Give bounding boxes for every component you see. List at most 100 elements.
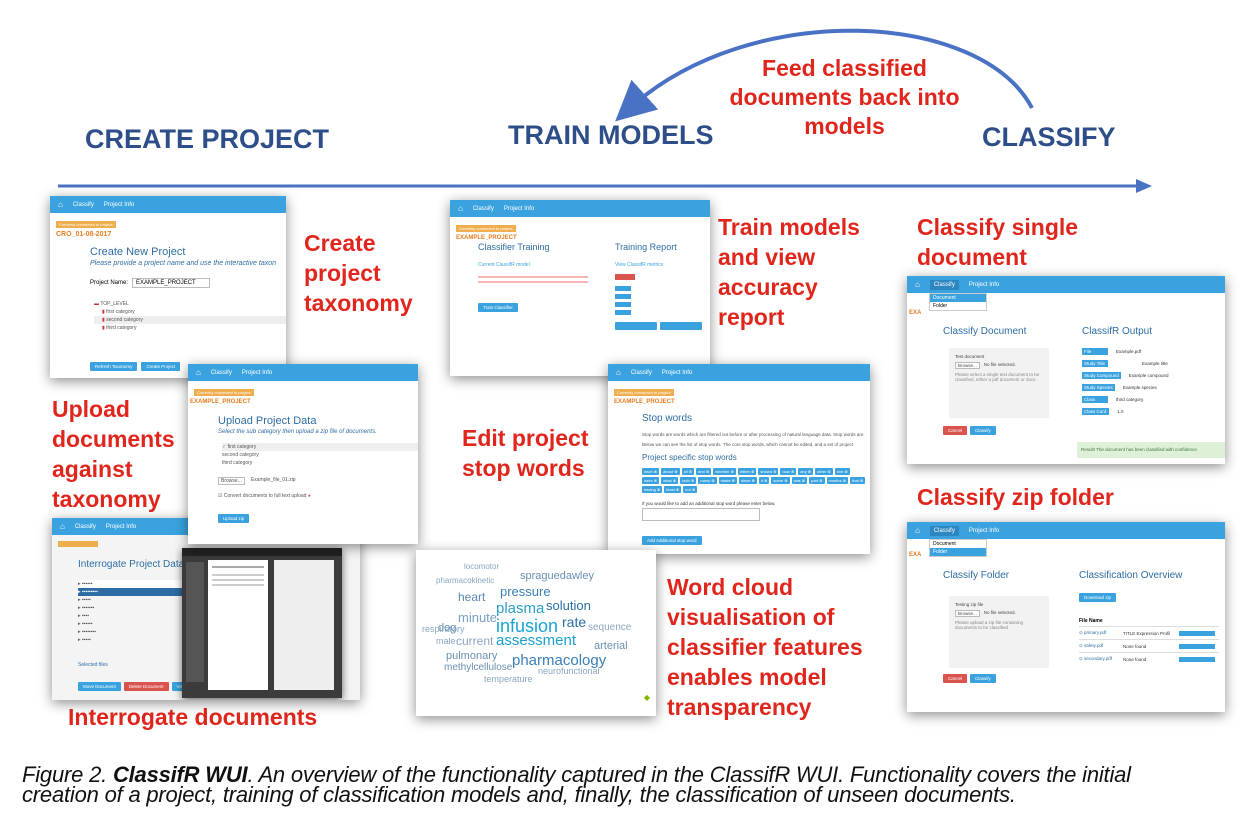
tree-node[interactable]: ▮ third category (102, 325, 137, 331)
menu-item-document[interactable]: Document (933, 541, 956, 547)
stop-word-chip[interactable]: all ⊗ (681, 468, 695, 475)
stop-word-chip[interactable]: not ⊗ (683, 486, 698, 493)
nav-classify[interactable]: Classify (472, 205, 494, 212)
browse-button[interactable]: Browse... (955, 610, 980, 617)
stop-word-input[interactable] (642, 508, 760, 521)
stop-word-chip[interactable]: about ⊗ (661, 468, 680, 475)
menu-item-document[interactable]: Document (930, 294, 986, 302)
title-cell: TITLE Expression Profil (1123, 630, 1171, 636)
stop-word-chip[interactable]: months ⊗ (826, 477, 849, 484)
nav-project-info[interactable]: Project Info (661, 369, 693, 376)
stop-word-chip[interactable]: both ⊗ (680, 477, 697, 484)
cancel-button[interactable]: Cancel (943, 674, 968, 683)
download-zip-button[interactable]: Download zip (1079, 593, 1117, 602)
file-tree-row[interactable]: ▸ ▪▪▪▪▪ (78, 597, 91, 603)
stop-word-chip[interactable]: many ⊗ (698, 477, 717, 484)
create-project-button[interactable]: Create Project (141, 362, 181, 371)
stop-word-chip[interactable]: some ⊗ (771, 477, 790, 484)
file-name-header: File Name (1079, 618, 1103, 624)
nav-classify[interactable]: Classify (929, 279, 959, 290)
category-node[interactable]: ✓ first category (222, 443, 418, 451)
classify-folder-title: Classify Folder (943, 570, 1010, 581)
tree-node[interactable]: ▮ first category (102, 309, 135, 315)
home-icon[interactable]: ⌂ (915, 526, 920, 535)
cancel-button[interactable]: Cancel (943, 426, 968, 435)
stop-word-chip[interactable]: whether ⊗ (713, 468, 736, 475)
menu-item-folder[interactable]: Folder (933, 303, 948, 309)
file-tree-row[interactable]: ▸ ▪▪▪▪▪▪ (78, 621, 93, 627)
move-document-button[interactable]: Move Document (78, 682, 121, 691)
project-name: EXA (909, 310, 922, 316)
browse-button[interactable]: Browse... (955, 362, 980, 369)
stop-word-chip[interactable]: since ⊗ (739, 477, 757, 484)
file-name-cell[interactable]: ⊙ safety.pdf (1079, 643, 1104, 648)
category-node[interactable]: second category (222, 452, 259, 458)
file-tree-row[interactable]: ▸ ▪▪▪▪▪ (78, 637, 91, 643)
home-icon[interactable]: ⌂ (196, 368, 201, 377)
report-button[interactable] (660, 322, 702, 330)
nav-project-info[interactable]: Project Info (105, 523, 137, 530)
convert-checkbox[interactable]: ☑ Convert documents to full text upload … (218, 493, 311, 499)
stop-word-chip[interactable]: what ⊗ (661, 477, 679, 484)
file-tree-row[interactable]: ▸ ▪▪▪▪ (78, 613, 89, 619)
nav-project-info[interactable]: Project Info (968, 527, 1000, 534)
file-tree-row[interactable]: ▸ ▪▪▪▪▪▪▪▪▪ (78, 588, 188, 596)
stop-word-chip[interactable]: having ⊗ (642, 486, 663, 493)
nav-classify[interactable]: Classify (210, 369, 232, 376)
stop-word-chip[interactable]: now ⊗ (780, 468, 797, 475)
stop-word-chip[interactable]: made ⊗ (718, 477, 738, 484)
home-icon[interactable]: ⌂ (915, 280, 920, 289)
home-icon[interactable]: ⌂ (458, 204, 463, 213)
train-classifier-button[interactable]: Train Classifier (478, 303, 518, 312)
nav-project-info[interactable]: Project Info (241, 369, 273, 376)
category-node[interactable]: third category (222, 460, 253, 466)
file-name-cell[interactable]: ⊙ secondary.pdf (1079, 656, 1112, 661)
file-tree-row[interactable]: ▸ ▪▪▪▪▪▪▪▪ (78, 629, 97, 635)
home-icon[interactable]: ⌂ (60, 522, 65, 531)
file-name-cell[interactable]: ⊙ primary.pdf (1079, 630, 1107, 635)
stop-word-chip[interactable]: was ⊗ (791, 477, 808, 484)
project-name-input[interactable]: EXAMPLE_PROJECT (132, 278, 211, 288)
file-tree-row[interactable]: ▸ ▪▪▪▪▪▪ (78, 580, 188, 588)
stop-word-chip[interactable]: other ⊗ (815, 468, 833, 475)
file-tree-row[interactable]: ▸ ▪▪▪▪▪▪▪ (78, 605, 95, 611)
nav-project-info[interactable]: Project Info (503, 205, 535, 212)
delete-document-button[interactable]: Delete Document (123, 682, 169, 691)
project-tag: Currently connected to project: (614, 389, 675, 396)
nav-classify[interactable]: Classify (72, 201, 94, 208)
stop-word-chip[interactable]: part ⊗ (809, 477, 825, 484)
report-button[interactable] (615, 322, 657, 330)
page-title: Stop words (642, 413, 693, 424)
stop-word-chip[interactable]: each ⊗ (642, 468, 660, 475)
stop-word-chip[interactable]: one ⊗ (834, 468, 850, 475)
navbar: ⌂ Classify Project Info (907, 276, 1225, 293)
nav-classify[interactable]: Classify (74, 523, 96, 530)
home-icon[interactable]: ⌂ (616, 368, 621, 377)
menu-item-folder[interactable]: Folder (930, 548, 986, 556)
nav-classify[interactable]: Classify (929, 525, 959, 536)
stop-word-chip[interactable]: were ⊗ (642, 477, 660, 484)
classify-button[interactable]: Classify (970, 674, 996, 683)
stop-word-chip[interactable]: and ⊗ (696, 468, 712, 475)
nav-project-info[interactable]: Project Info (968, 281, 1000, 288)
nav-classify[interactable]: Classify (630, 369, 652, 376)
stop-word-chip[interactable]: it ⊗ (758, 477, 770, 484)
browse-button[interactable]: Browse... (218, 477, 245, 485)
stop-word-chip[interactable]: either ⊗ (737, 468, 757, 475)
home-icon[interactable]: ⌂ (58, 200, 63, 209)
stop-word-chip[interactable]: least ⊗ (664, 486, 682, 493)
metric-badge (615, 302, 631, 307)
refresh-taxonomy-button[interactable]: Refresh Taxonomy (90, 362, 138, 371)
nav-project-info[interactable]: Project Info (103, 201, 135, 208)
test-document-label: Test document (955, 354, 985, 359)
upload-zip-button[interactable]: Upload zip (218, 514, 250, 523)
project-stop-words-title: Project specific stop words (642, 453, 737, 462)
classify-button[interactable]: Classify (970, 426, 996, 435)
add-stop-word-button[interactable]: Add Additional stop word (642, 536, 702, 545)
tree-node[interactable]: ▬ TOP_LEVEL (94, 301, 129, 307)
stop-word-chip[interactable]: shown ⊗ (758, 468, 779, 475)
stop-word-chip[interactable]: any ⊗ (798, 468, 814, 475)
stop-word-chip[interactable]: that ⊗ (850, 477, 866, 484)
tree-node[interactable]: ▮ second category (94, 316, 286, 324)
project-code: CRO_01-08-2017 (56, 231, 112, 238)
